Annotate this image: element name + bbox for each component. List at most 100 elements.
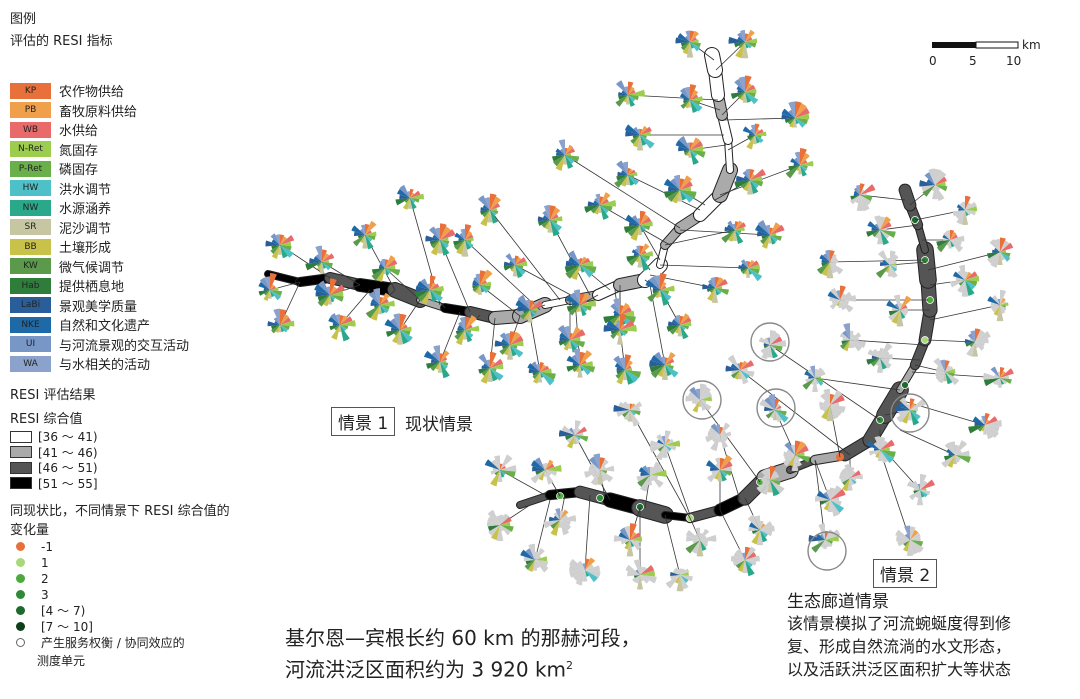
flower-petal bbox=[540, 364, 547, 372]
service-flower-s2 bbox=[636, 461, 667, 492]
service-flower-s1 bbox=[663, 174, 697, 204]
flower-petal bbox=[695, 388, 700, 400]
flower-petal bbox=[840, 478, 850, 483]
flower-petal bbox=[950, 240, 964, 253]
flower-petal bbox=[920, 474, 927, 490]
change-dot-icon bbox=[16, 558, 25, 567]
indicator-label: 畜牧原料供给 bbox=[59, 104, 138, 120]
flower-petal bbox=[440, 237, 449, 241]
flower-petal bbox=[720, 454, 733, 470]
flower-petal bbox=[785, 165, 800, 179]
flower-petal bbox=[600, 196, 604, 205]
flower-petal bbox=[555, 508, 560, 520]
service-flower-s1 bbox=[566, 348, 596, 378]
flower-petal bbox=[667, 190, 680, 202]
river-s1-segment bbox=[713, 163, 737, 202]
flower-petal bbox=[545, 464, 562, 472]
flower-petal bbox=[770, 332, 781, 345]
flower-petal bbox=[890, 265, 898, 278]
change-dot-icon bbox=[16, 574, 25, 583]
flower-petal bbox=[543, 520, 560, 529]
flower-petal bbox=[853, 187, 860, 195]
flower-petal bbox=[945, 372, 960, 386]
flower-petal bbox=[427, 283, 430, 290]
indicator-swatch: KP bbox=[10, 82, 51, 99]
flower-petal bbox=[550, 520, 560, 536]
flower-petal bbox=[640, 255, 650, 261]
flower-petal bbox=[280, 234, 285, 245]
flower-petal bbox=[885, 265, 890, 273]
service-flower-s1 bbox=[515, 294, 543, 323]
flower-petal bbox=[760, 521, 773, 530]
flower-petal bbox=[465, 234, 474, 240]
flower-petal bbox=[456, 240, 465, 255]
flower-petal bbox=[488, 525, 500, 537]
flower-petal bbox=[580, 260, 594, 267]
flower-petal bbox=[768, 410, 775, 414]
flower-petal bbox=[636, 135, 644, 151]
flower-petal bbox=[786, 449, 795, 455]
flower-petal bbox=[625, 360, 633, 370]
flower-petal bbox=[847, 478, 853, 491]
flower-petal bbox=[996, 305, 1004, 322]
flower-petal bbox=[853, 193, 860, 196]
flower-petal bbox=[935, 169, 942, 185]
flower-petal bbox=[652, 290, 660, 294]
flower-petal bbox=[768, 235, 772, 244]
flower-petal bbox=[770, 235, 782, 241]
flower-petal bbox=[830, 405, 846, 413]
scale-tick-0: 0 bbox=[929, 54, 937, 68]
flower-petal bbox=[745, 75, 752, 92]
flower-petal bbox=[650, 440, 665, 447]
flower-leader-line bbox=[699, 399, 761, 483]
flower-petal bbox=[318, 280, 330, 295]
change-dot-icon bbox=[16, 622, 25, 631]
flower-petal bbox=[992, 249, 1000, 253]
flower-petal bbox=[640, 125, 648, 135]
service-flower-s1 bbox=[395, 184, 424, 210]
flower-petal bbox=[972, 416, 985, 425]
service-flower-s1 bbox=[566, 289, 597, 317]
flower-petal bbox=[775, 405, 782, 410]
flower-petal bbox=[966, 342, 975, 357]
flower-petal bbox=[950, 240, 955, 248]
flower-petal bbox=[714, 457, 720, 470]
flower-petal bbox=[309, 258, 322, 264]
flower-petal bbox=[888, 310, 900, 316]
flower-petal bbox=[680, 181, 693, 190]
flower-petal bbox=[575, 570, 585, 586]
flower-petal bbox=[565, 155, 580, 163]
flower-petal bbox=[877, 350, 880, 358]
flower-petal bbox=[501, 338, 510, 345]
flower-petal bbox=[512, 257, 515, 265]
flower-petal bbox=[838, 300, 842, 309]
flower-petal bbox=[566, 355, 580, 365]
flower-petal bbox=[624, 86, 628, 95]
flower-petal bbox=[440, 362, 450, 379]
flower-petal bbox=[745, 42, 757, 48]
flower-petal bbox=[739, 92, 745, 101]
flower-petal bbox=[503, 261, 515, 267]
resi-swatch bbox=[10, 430, 32, 443]
flower-petal bbox=[430, 290, 443, 303]
flower-petal bbox=[841, 340, 850, 345]
flower-petal bbox=[371, 268, 385, 275]
flower-petal bbox=[793, 118, 797, 128]
flower-leader-line bbox=[879, 449, 911, 541]
flower-petal bbox=[811, 540, 825, 553]
flower-petal bbox=[994, 373, 1000, 378]
flower-petal bbox=[270, 290, 283, 297]
flower-petal bbox=[407, 191, 410, 198]
service-flower-s2 bbox=[839, 323, 866, 352]
flower-petal bbox=[876, 358, 884, 373]
flower-petal bbox=[990, 366, 1000, 378]
flower-petal bbox=[795, 445, 809, 455]
flower-petal bbox=[816, 533, 825, 540]
flower-petal bbox=[280, 320, 295, 327]
flower-petal bbox=[891, 307, 900, 311]
flower-petal bbox=[748, 259, 755, 268]
flower-petal bbox=[924, 172, 935, 185]
flower-petal bbox=[478, 195, 490, 210]
service-flower-s2 bbox=[685, 383, 713, 413]
flower-petal bbox=[404, 198, 410, 203]
